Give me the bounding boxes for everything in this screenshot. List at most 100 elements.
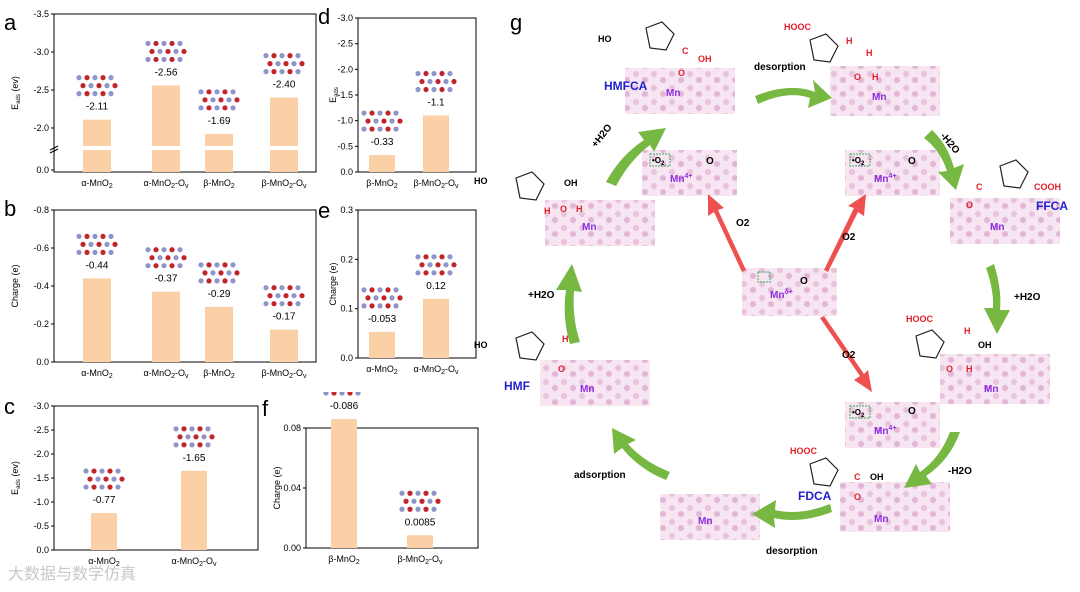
structure-atom <box>202 97 208 103</box>
molecule-left-mid: HO OH H O H <box>474 171 583 216</box>
chart-d-ytick-label: 0.0 <box>340 167 353 177</box>
structure-atom <box>76 75 82 81</box>
structure-atom <box>377 126 383 132</box>
structure-atom <box>419 498 425 504</box>
structure-atom <box>91 484 97 490</box>
chart-d-category-label: β-MnO2-Ov <box>413 178 459 190</box>
structure-atom <box>96 241 102 247</box>
structure-atom <box>161 247 167 253</box>
surface-slab-bottom <box>660 494 760 540</box>
structure-atom <box>291 293 297 299</box>
svg-text:O: O <box>908 406 916 417</box>
structure-atom <box>389 295 395 301</box>
chart-b-structure-image <box>198 262 240 284</box>
svg-text:O: O <box>678 68 685 78</box>
structure-atom <box>198 89 204 95</box>
species-fdca: FDCA <box>798 489 832 503</box>
structure-atom <box>177 40 183 47</box>
panel-letter-c: c <box>4 394 15 419</box>
arrow-plus-h2o-top-left <box>606 128 666 186</box>
structure-atom <box>427 262 433 268</box>
structure-atom <box>214 278 220 284</box>
chart-b-category-label: α-MnO2-Ov <box>143 368 189 380</box>
structure-atom <box>92 249 98 255</box>
chart-a-bar-break-gap <box>269 146 299 150</box>
panel-letter-e: e <box>318 198 331 223</box>
chart-b-ytick-label: -0.2 <box>33 319 49 329</box>
chart-a-ytick-label: -3.0 <box>33 47 49 57</box>
chart-e-structure-image <box>361 287 403 309</box>
structure-atom <box>419 78 425 85</box>
structure-atom <box>393 126 399 132</box>
structure-atom <box>275 61 281 67</box>
o2-site-left: •O2 Mn4+ O <box>649 153 714 185</box>
arrow-minus-h2o-bottom <box>904 432 960 488</box>
chart-c-ylabel: Eads (ev) <box>10 461 22 495</box>
structure-atom <box>423 86 429 93</box>
structure-atom <box>435 262 441 268</box>
structure-atom <box>198 105 204 111</box>
chart-c-ytick-label: -3.0 <box>33 401 49 411</box>
chart-c-category-label: α-MnO2-Ov <box>171 556 217 568</box>
svg-text:•O2: •O2 <box>852 408 865 419</box>
structure-atom <box>145 247 151 253</box>
structure-atom <box>451 262 457 268</box>
chart-b-ytick-label: 0.0 <box>36 357 49 367</box>
chart-b-ytick-label: -0.4 <box>33 281 49 291</box>
chart-e-value-label: 0.12 <box>426 281 446 292</box>
structure-atom <box>206 262 212 268</box>
chart-e-bar <box>423 298 449 358</box>
chart-c-structure-image <box>173 426 215 448</box>
step-label-desorption-top: desorption <box>754 62 806 73</box>
structure-atom <box>165 48 171 55</box>
surface-slab-left-mid <box>545 200 655 246</box>
structure-atom <box>157 48 163 55</box>
structure-atom <box>431 86 437 93</box>
chart-a-frame <box>53 13 317 173</box>
structure-atom <box>385 287 391 293</box>
chart-e-frame <box>357 209 477 359</box>
arrow-adsorption <box>612 428 670 480</box>
chart-d-frame <box>357 17 477 173</box>
structure-atom <box>267 61 273 67</box>
structure-atom <box>88 83 94 89</box>
step-label-plus-h2o-top-left: +H2O <box>590 122 615 150</box>
svg-text:H: H <box>966 364 973 374</box>
structure-atom <box>431 490 437 496</box>
structure-atom <box>222 278 228 284</box>
structure-atom <box>103 476 109 482</box>
structure-atom <box>331 392 337 396</box>
mn-fdca: Mn <box>874 514 888 525</box>
chart-c-ytick-label: -1.0 <box>33 497 49 507</box>
structure-atom <box>393 303 399 309</box>
structure-atom <box>84 75 90 81</box>
structure-atom <box>84 91 90 97</box>
structure-atom <box>177 56 183 63</box>
structure-atom <box>153 263 159 269</box>
structure-atom <box>407 490 413 496</box>
chart-c-frame <box>53 405 259 551</box>
structure-atom <box>149 255 155 261</box>
structure-atom <box>108 91 114 97</box>
panel-letter-a: a <box>4 10 17 35</box>
svg-text:HO: HO <box>474 340 488 350</box>
structure-atom <box>169 247 175 253</box>
structure-atom <box>423 270 429 276</box>
structure-atom <box>355 392 361 396</box>
structure-atom <box>214 89 220 95</box>
structure-atom <box>181 255 187 261</box>
panel-letter-f: f <box>262 396 269 421</box>
structure-atom <box>169 40 175 47</box>
svg-text:H: H <box>964 326 971 336</box>
chart-b-ylabel: Charge (e) <box>10 264 20 307</box>
structure-atom <box>165 255 171 261</box>
surface-slab-right-mid <box>940 354 1050 404</box>
chart-a-category-label: β-MnO2-Ov <box>261 178 307 190</box>
structure-atom <box>385 303 391 309</box>
species-hmf: HMF <box>504 379 530 393</box>
structure-atom <box>415 506 421 512</box>
chart-c-bar <box>181 470 207 550</box>
structure-atom <box>112 83 118 89</box>
structure-atom <box>299 61 305 67</box>
species-ffca: FFCA <box>1036 199 1068 213</box>
